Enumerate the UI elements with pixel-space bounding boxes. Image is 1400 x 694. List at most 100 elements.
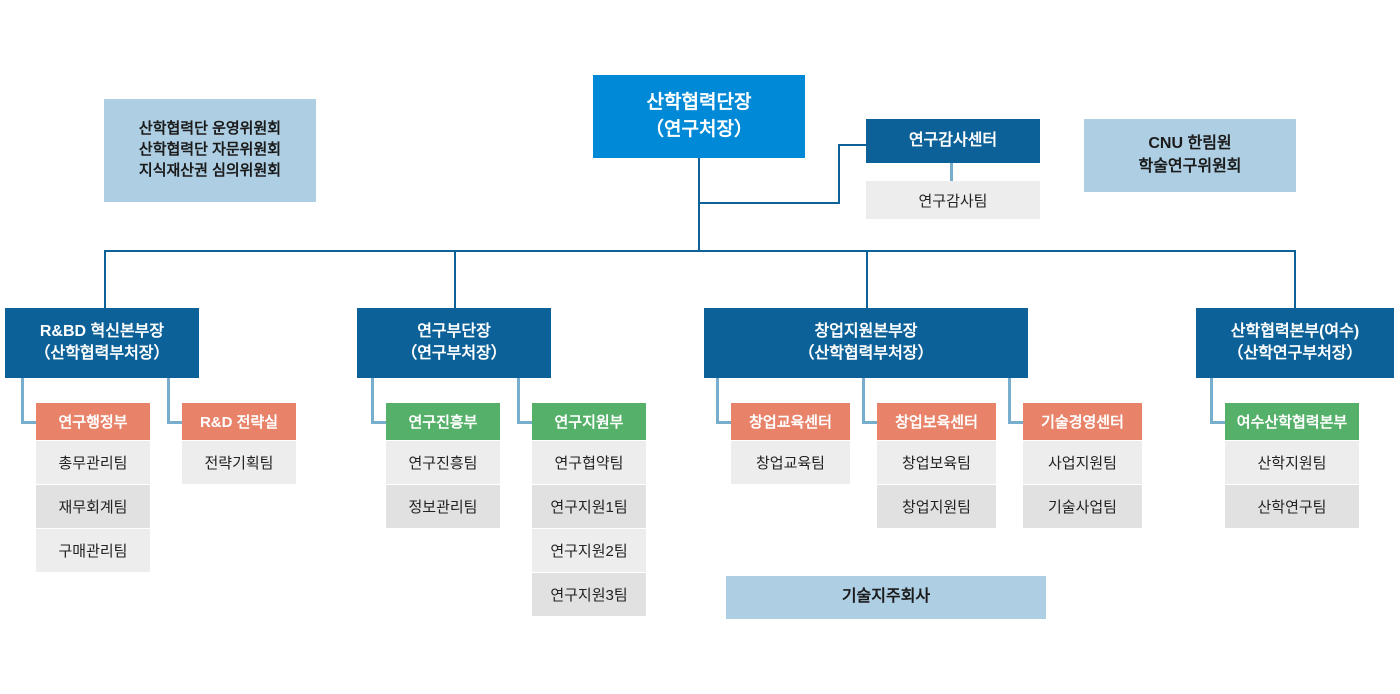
team-cell-3-3-2[interactable]: 기술사업팀 — [1023, 485, 1142, 528]
team-cell-1-1-2[interactable]: 재무회계팀 — [36, 485, 150, 528]
cnu-line-2: 학술연구위원회 — [1138, 157, 1242, 175]
team-cell-4-1-1[interactable]: 산학지원팀 — [1225, 441, 1359, 484]
connector-d3-u1-h — [716, 421, 731, 424]
team-label-1-1-3: 구매관리팀 — [58, 543, 128, 560]
unit-head-3-3[interactable]: 기술경영센터 — [1023, 403, 1142, 440]
audit-team-cell[interactable]: 연구감사팀 — [866, 181, 1040, 219]
unit-head-3-1[interactable]: 창업교육센터 — [731, 403, 850, 440]
connector-d2-u2-v — [517, 378, 520, 424]
connector-d2-u2-h — [517, 421, 532, 424]
committee-line-2: 산학협력단 자문위원회 — [138, 141, 282, 159]
committee-line-1: 산학협력단 운영위원회 — [138, 120, 282, 138]
team-cell-2-2-3[interactable]: 연구지원2팀 — [532, 529, 646, 572]
team-cell-1-1-1[interactable]: 총무관리팀 — [36, 441, 150, 484]
connector-d4-u1-h — [1210, 421, 1225, 424]
connector-root-stem — [698, 158, 700, 204]
holding-company-node[interactable]: 기술지주회사 — [726, 576, 1046, 619]
team-label-1-1-1: 총무관리팀 — [58, 455, 128, 472]
division-node-2[interactable]: 연구부단장 （연구부처장） — [357, 308, 551, 378]
unit-head-2-2-label: 연구지원부 — [554, 414, 624, 431]
unit-head-1-2-label: R&D 전략실 — [199, 414, 279, 431]
connector-d3-u2-v — [862, 378, 865, 424]
division-node-1[interactable]: R&BD 혁신본부장 （산학협력부처장） — [5, 308, 199, 378]
team-label-3-3-2: 기술사업팀 — [1047, 499, 1117, 516]
unit-head-1-1-label: 연구행정부 — [58, 414, 128, 431]
connector-drop-division-4 — [1294, 250, 1296, 308]
connector-d1-u1-h — [21, 421, 36, 424]
unit-head-3-3-label: 기술경영센터 — [1041, 414, 1124, 431]
committee-panel: 산학협력단 운영위원회 산학협력단 자문위원회 지식재산권 심의위원회 — [104, 99, 316, 202]
division-3-title-line2: （산학협력부처장） — [798, 345, 934, 362]
team-cell-2-2-2[interactable]: 연구지원1팀 — [532, 485, 646, 528]
connector-root-stem-lower — [698, 202, 700, 252]
cnu-line-1: CNU 한림원 — [1148, 135, 1232, 153]
connector-d2-u1-h — [371, 421, 386, 424]
connector-d1-u2-h — [167, 421, 182, 424]
team-cell-3-2-2[interactable]: 창업지원팀 — [877, 485, 996, 528]
unit-head-3-2-label: 창업보육센터 — [895, 414, 978, 431]
holding-company-label: 기술지주회사 — [841, 588, 931, 606]
connector-drop-division-1 — [104, 250, 106, 308]
audit-center-node[interactable]: 연구감사센터 — [866, 119, 1040, 163]
team-label-3-2-1: 창업보육팀 — [901, 455, 971, 472]
unit-head-4-1-label: 여수산학협력본부 — [1236, 414, 1348, 431]
connector-d1-u2-v — [167, 378, 170, 424]
connector-audit-to-team — [950, 163, 953, 181]
unit-head-1-1[interactable]: 연구행정부 — [36, 403, 150, 440]
connector-drop-division-3 — [866, 250, 868, 308]
division-2-title-line2: （연구부처장） — [401, 345, 507, 362]
division-4-title-line2: （산학연구부처장） — [1227, 345, 1363, 362]
team-cell-1-2-1[interactable]: 전략기획팀 — [182, 441, 296, 484]
connector-audit-entry — [838, 144, 866, 146]
team-cell-1-1-3[interactable]: 구매관리팀 — [36, 529, 150, 572]
connector-d3-u2-h — [862, 421, 877, 424]
connector-d3-u1-v — [716, 378, 719, 424]
team-cell-2-2-1[interactable]: 연구협약팀 — [532, 441, 646, 484]
unit-head-4-1[interactable]: 여수산학협력본부 — [1225, 403, 1359, 440]
team-label-4-1-1: 산학지원팀 — [1257, 455, 1327, 472]
division-node-3[interactable]: 창업지원본부장 （산학협력부처장） — [704, 308, 1028, 378]
division-3-title-line1: 창업지원본부장 — [814, 322, 918, 340]
team-cell-2-1-1[interactable]: 연구진흥팀 — [386, 441, 500, 484]
team-label-2-2-2: 연구지원1팀 — [550, 499, 628, 516]
committee-line-3: 지식재산권 심의위원회 — [138, 161, 282, 179]
unit-head-3-1-label: 창업교육센터 — [749, 414, 832, 431]
team-label-1-2-1: 전략기획팀 — [204, 455, 274, 472]
connector-d3-u3-v — [1008, 378, 1011, 424]
team-cell-3-3-1[interactable]: 사업지원팀 — [1023, 441, 1142, 484]
audit-team-label: 연구감사팀 — [918, 192, 988, 210]
unit-head-3-2[interactable]: 창업보육센터 — [877, 403, 996, 440]
team-cell-3-1-1[interactable]: 창업교육팀 — [731, 441, 850, 484]
audit-center-title: 연구감사센터 — [908, 131, 998, 149]
division-1-title-line2: （산학협력부처장） — [34, 345, 170, 362]
connector-main-bus — [104, 250, 1296, 252]
team-label-4-1-2: 산학연구팀 — [1257, 499, 1327, 516]
root-title-line1: 산학협력단장 — [646, 92, 752, 114]
root-title-line2: （연구처장） — [645, 118, 753, 140]
connector-d4-u1-v — [1210, 378, 1213, 424]
team-label-3-3-1: 사업지원팀 — [1047, 455, 1117, 472]
team-label-2-2-3: 연구지원2팀 — [550, 543, 628, 560]
cnu-academy-panel: CNU 한림원 학술연구위원회 — [1084, 119, 1296, 192]
division-2-title-line1: 연구부단장 — [417, 322, 491, 340]
unit-head-2-1[interactable]: 연구진흥부 — [386, 403, 500, 440]
connector-audit-riser — [838, 144, 840, 204]
division-1-title-line1: R&BD 혁신본부장 — [39, 322, 165, 340]
connector-drop-division-2 — [454, 250, 456, 308]
team-label-2-1-1: 연구진흥팀 — [408, 455, 478, 472]
division-node-4[interactable]: 산학협력본부(여수) （산학연구부처장） — [1196, 308, 1394, 378]
unit-head-2-1-label: 연구진흥부 — [408, 414, 478, 431]
team-cell-3-2-1[interactable]: 창업보육팀 — [877, 441, 996, 484]
unit-head-2-2[interactable]: 연구지원부 — [532, 403, 646, 440]
team-cell-2-2-4[interactable]: 연구지원3팀 — [532, 573, 646, 616]
team-cell-2-1-2[interactable]: 정보관리팀 — [386, 485, 500, 528]
team-label-2-2-4: 연구지원3팀 — [550, 587, 628, 604]
team-label-3-1-1: 창업교육팀 — [755, 455, 825, 472]
team-cell-4-1-2[interactable]: 산학연구팀 — [1225, 485, 1359, 528]
division-4-title-line1: 산학협력본부(여수) — [1230, 322, 1360, 340]
team-label-1-1-2: 재무회계팀 — [58, 499, 128, 516]
connector-d1-u1-v — [21, 378, 24, 424]
unit-head-1-2[interactable]: R&D 전략실 — [182, 403, 296, 440]
root-node-chancellor[interactable]: 산학협력단장 （연구처장） — [593, 75, 805, 158]
